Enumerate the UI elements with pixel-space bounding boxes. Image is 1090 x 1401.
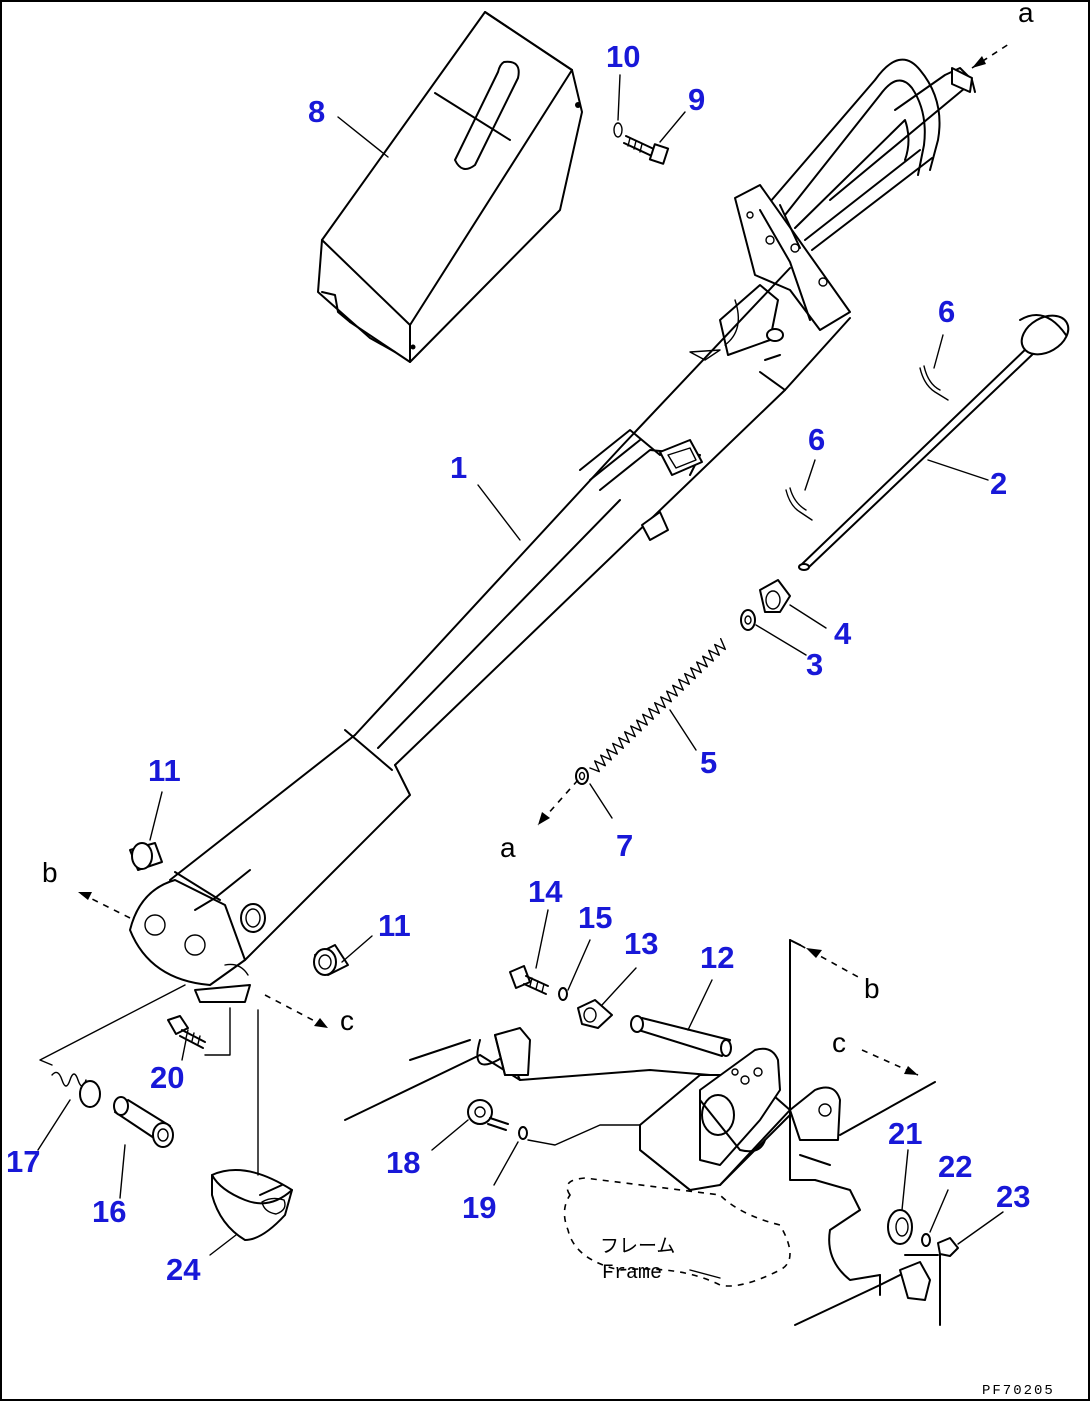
bolt-part-20: [167, 1015, 206, 1049]
arrow-ref-c-left: [264, 994, 329, 1029]
cover-part: [317, 11, 583, 363]
callout-11-upper: 11: [148, 753, 181, 788]
frame-label-jp: フレーム: [600, 1235, 675, 1257]
callout-16: 16: [92, 1194, 126, 1229]
washer-part-15: [558, 987, 568, 1001]
washer-part-19: [518, 1126, 528, 1140]
callout-13: 13: [624, 926, 658, 961]
callout-4: 4: [834, 616, 852, 651]
arrow-ref-c-right: [839, 1049, 936, 1136]
pivot-bracket-assembly: [344, 1027, 941, 1326]
ref-c-right: c: [832, 1027, 846, 1058]
spring-coil: [589, 638, 726, 773]
nut-part-4: [759, 579, 791, 613]
bushing-part-21: [887, 1209, 913, 1245]
callout-6-lower: 6: [808, 422, 825, 457]
washer-part-10: [613, 122, 623, 138]
pin-part-16: [113, 1096, 174, 1148]
callout-11-lower: 11: [378, 908, 411, 943]
bushing-part-11b: [313, 944, 349, 976]
callout-2: 2: [990, 466, 1007, 501]
callout-7: 7: [616, 828, 633, 863]
pin-part-7: [575, 767, 589, 785]
rod-part-2: [798, 314, 1070, 571]
callout-22: 22: [938, 1149, 972, 1184]
callout-17: 17: [6, 1144, 40, 1179]
washer-part-3: [740, 609, 756, 631]
arrow-ref-b-right: [789, 939, 861, 1111]
callout-9: 9: [688, 82, 705, 117]
drawing-code: PF70205: [982, 1383, 1055, 1399]
nut-part-23: [937, 1237, 959, 1257]
callout-1: 1: [450, 450, 467, 485]
bolt-part-9: [623, 135, 670, 165]
callout-5: 5: [700, 745, 717, 780]
bushing-part-11a: [129, 842, 163, 871]
callout-24: 24: [166, 1252, 201, 1287]
callout-18: 18: [386, 1145, 420, 1180]
callout-10: 10: [606, 39, 640, 74]
spring-part-5: [589, 638, 726, 773]
callout-14: 14: [528, 874, 563, 909]
callout-12: 12: [700, 940, 734, 975]
arrow-ref-a-top: [971, 41, 1013, 69]
spring-part-17: [51, 1071, 101, 1108]
ref-a-bottom: a: [500, 832, 516, 863]
bolt-part-14: [509, 965, 549, 995]
callout-leaders: [37, 74, 1004, 1256]
frame-label-en: Frame: [602, 1262, 662, 1285]
washer-part-22: [921, 1233, 931, 1247]
callout-19: 19: [462, 1190, 496, 1225]
callout-20: 20: [150, 1060, 184, 1095]
eyebolt-part-18: [467, 1099, 509, 1131]
bracket-part-24: [211, 1169, 293, 1241]
clevis-part-13: [577, 999, 613, 1029]
ref-a-top: a: [1018, 0, 1034, 28]
callout-3: 3: [806, 647, 823, 682]
callout-21: 21: [888, 1116, 922, 1151]
callout-6-upper: 6: [938, 294, 955, 329]
arrow-ref-a-bottom: [537, 779, 579, 826]
arrow-ref-b-left: [77, 891, 131, 919]
split-pin-part-6b: [785, 487, 813, 521]
ref-c-left: c: [340, 1005, 354, 1036]
callout-23: 23: [996, 1179, 1030, 1214]
split-pin-part-6a: [919, 365, 949, 401]
ref-b-right: b: [864, 973, 880, 1004]
lever-body-part: [129, 58, 976, 1003]
callout-15: 15: [578, 900, 612, 935]
callout-8: 8: [308, 94, 325, 129]
pin-part-12: [630, 1015, 732, 1057]
ref-b-left: b: [42, 857, 58, 888]
